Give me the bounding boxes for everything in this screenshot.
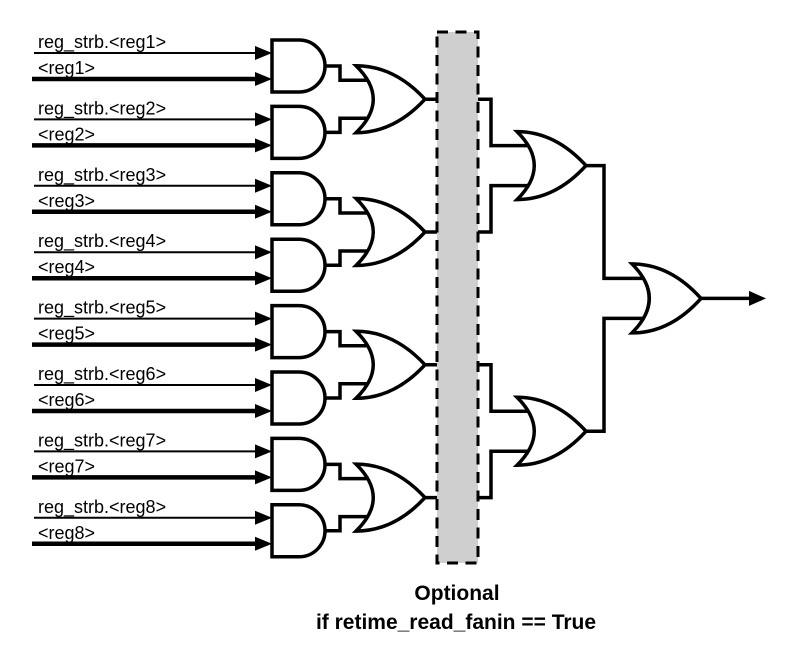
strb-wire-label: reg_strb.<reg4> xyxy=(38,231,166,252)
input-group-reg2: reg_strb.<reg2> <reg2> xyxy=(32,98,272,153)
and-gate-3 xyxy=(270,171,327,227)
reg-arrowhead-icon xyxy=(255,470,272,485)
strb-arrowhead-icon xyxy=(255,311,272,326)
reg-arrowhead-icon xyxy=(255,536,272,551)
input-group-reg1: reg_strb.<reg1> <reg1> xyxy=(32,32,272,86)
strb-wire-label: reg_strb.<reg7> xyxy=(38,430,166,451)
output-arrowhead-icon xyxy=(749,290,766,306)
input-group-reg6: reg_strb.<reg6> <reg6> xyxy=(32,364,272,418)
strb-wire-label: reg_strb.<reg2> xyxy=(38,98,166,119)
wire-or-lower-to-final xyxy=(586,316,651,433)
reg-arrowhead-icon xyxy=(255,204,272,219)
caption-condition: if retime_read_fanin == True xyxy=(316,611,596,634)
strb-wire-label: reg_strb.<reg5> xyxy=(38,298,166,319)
reg-arrowhead-icon xyxy=(255,138,272,153)
strb-arrowhead-icon xyxy=(255,378,272,392)
reg-arrowhead-icon xyxy=(255,404,272,418)
strb-arrowhead-icon xyxy=(255,245,272,260)
strb-wire-label: reg_strb.<reg8> xyxy=(38,497,166,518)
wire-or-upper-to-final xyxy=(586,163,651,281)
wire-and3-to-or xyxy=(324,197,374,215)
wire-and6-to-or xyxy=(324,382,374,400)
wire-and1-to-or xyxy=(324,64,374,82)
input-group-reg3: reg_strb.<reg3> <reg3> xyxy=(32,165,272,219)
wire-and4-to-or xyxy=(324,249,374,267)
strb-arrowhead-icon xyxy=(255,444,272,459)
reg-wire-label: <reg7> xyxy=(38,456,95,476)
and-gate-4 xyxy=(270,237,327,293)
and-gate-1 xyxy=(270,38,327,94)
input-group-reg8: reg_strb.<reg8> <reg8> xyxy=(32,497,272,551)
caption-optional: Optional xyxy=(414,582,499,605)
reg-arrowhead-icon xyxy=(255,271,272,286)
reg-wire-label: <reg2> xyxy=(38,124,95,144)
strb-wire-label: reg_strb.<reg3> xyxy=(38,165,166,186)
wire-and5-to-or xyxy=(324,329,374,348)
retiming-register-boundary-box xyxy=(435,30,480,565)
reg-wire-label: <reg3> xyxy=(38,191,95,211)
or-gate-stage2-1 xyxy=(351,63,428,135)
reg-arrowhead-icon xyxy=(255,337,272,352)
input-group-reg4: reg_strb.<reg4> <reg4> xyxy=(32,231,272,286)
or-gate-stage2-4 xyxy=(351,462,428,533)
strb-arrowhead-icon xyxy=(255,178,272,193)
and-gate-5 xyxy=(270,303,327,360)
strb-arrowhead-icon xyxy=(255,112,272,127)
reg-wire-label: <reg6> xyxy=(38,390,95,410)
strb-wire-label: reg_strb.<reg1> xyxy=(38,32,166,53)
reg-wire-label: <reg5> xyxy=(38,324,95,344)
or-gate-stage3-lower xyxy=(512,395,589,467)
strb-wire-label: reg_strb.<reg6> xyxy=(38,364,166,385)
wire-and8-to-or xyxy=(324,514,374,533)
or-gate-stage2-2 xyxy=(351,196,428,268)
input-group-reg7: reg_strb.<reg7> <reg7> xyxy=(32,430,272,485)
and-gate-2 xyxy=(270,104,327,161)
and-gate-7 xyxy=(270,436,327,493)
wire-and2-to-or xyxy=(324,116,374,135)
and-gate-8 xyxy=(270,503,327,559)
or-gate-stage2-3 xyxy=(351,329,428,401)
and-gate-6 xyxy=(270,370,327,426)
or-gate-final xyxy=(627,262,704,335)
input-group-reg5: reg_strb.<reg5> <reg5> xyxy=(32,298,272,352)
wire-and7-to-or xyxy=(324,462,374,481)
strb-arrowhead-icon xyxy=(255,46,272,60)
reg-wire-label: <reg4> xyxy=(38,257,95,277)
reg-arrowhead-icon xyxy=(255,72,272,86)
or-gate-stage3-upper xyxy=(512,129,589,202)
reg-wire-label: <reg8> xyxy=(38,523,95,543)
strb-arrowhead-icon xyxy=(255,510,272,525)
reg-wire-label: <reg1> xyxy=(38,58,95,78)
